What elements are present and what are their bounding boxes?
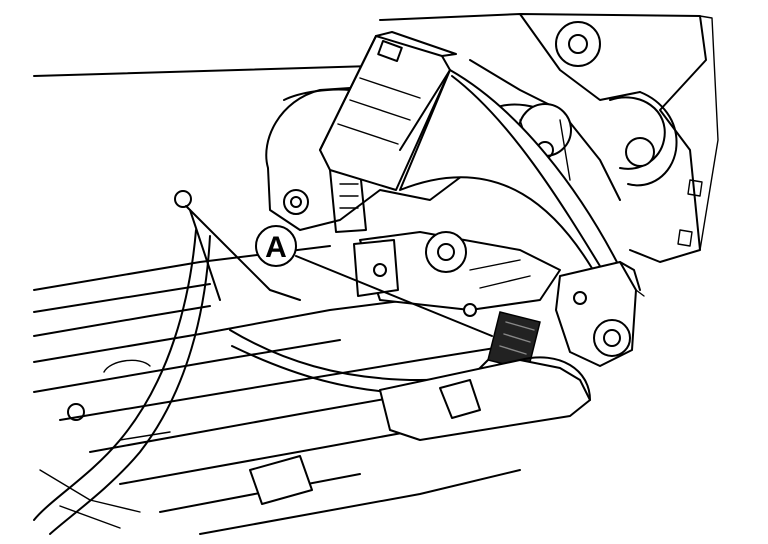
seat-belt-buckle bbox=[319, 31, 457, 191]
anchor-bracket bbox=[555, 261, 645, 367]
callout-label: A bbox=[265, 231, 287, 264]
callout-leader-line bbox=[295, 255, 493, 337]
callout-a: A bbox=[255, 225, 297, 267]
reference-line bbox=[33, 65, 373, 77]
seat-rail-cylinder bbox=[249, 356, 591, 505]
pointer-pin bbox=[174, 190, 301, 301]
pulley-mechanism bbox=[353, 231, 561, 317]
